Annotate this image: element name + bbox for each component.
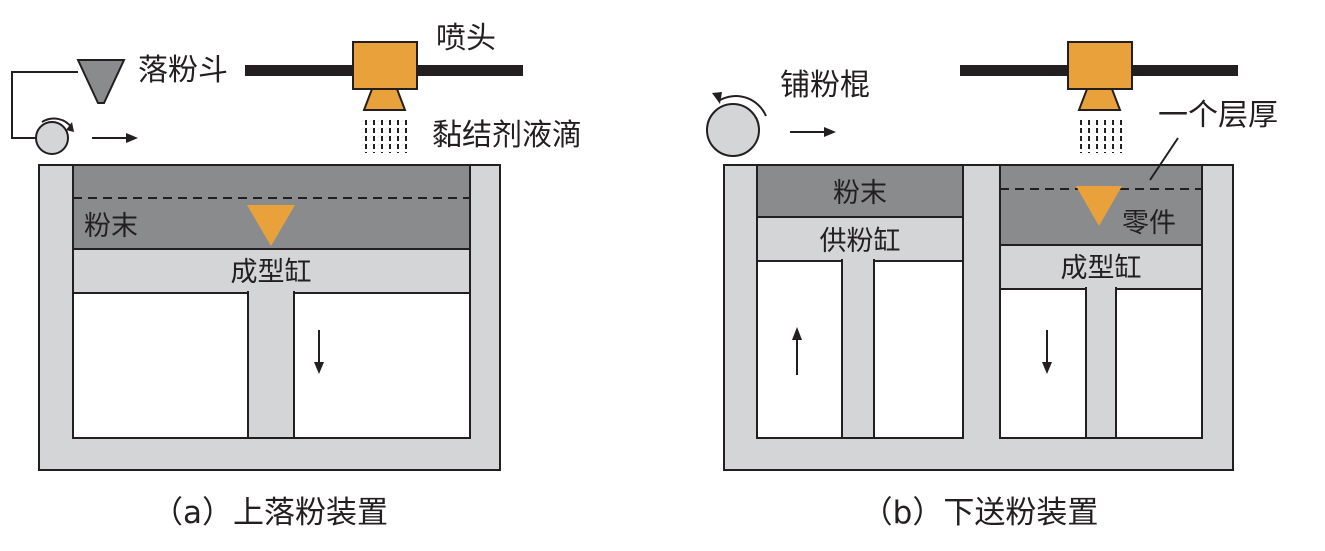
- panel-b-build-cylinder-label: 成型缸: [1061, 253, 1142, 284]
- panel-b-layer-label: 一个层厚: [1158, 98, 1278, 133]
- panel-b-rotation-arrow-icon: [719, 95, 767, 117]
- panel-a-piston: [247, 291, 295, 439]
- panel-b-droplets: [1080, 120, 1122, 153]
- panel-a-powder-label: 粉末: [84, 211, 138, 242]
- panel-a-part-triangle: [247, 205, 295, 246]
- panel-b-caption: （b）下送粉装置: [862, 495, 1099, 531]
- panel-a-down-arrow-icon: [314, 330, 324, 374]
- panel-b-build-platform: [999, 244, 1203, 290]
- panel-a: 粉末 成型缸 落粉斗: [11, 21, 582, 531]
- panel-a-droplet-label: 黏结剂液滴: [432, 118, 582, 153]
- panel-b-feed-piston: [841, 259, 875, 439]
- panel-b-feed-cylinder-label: 供粉缸: [820, 226, 901, 257]
- panel-b-right-arrow-icon: [790, 127, 836, 137]
- panel-a-droplets: [365, 120, 407, 153]
- panel-b-container: [723, 164, 1234, 471]
- panel-b-up-arrow-icon: [792, 327, 802, 375]
- panel-a-caption: （a）上落粉装置: [152, 495, 388, 531]
- panel-b-roller-label: 铺粉棍: [780, 68, 870, 103]
- panel-b-powder-label: 粉末: [833, 178, 887, 209]
- panel-a-nozzle-label: 喷头: [436, 21, 496, 56]
- panel-a-hopper-label: 落粉斗: [138, 53, 228, 88]
- panel-a-right-arrow-icon: [92, 133, 138, 143]
- panel-b-feed-platform: [756, 216, 964, 262]
- panel-b-feed-powder: [756, 164, 964, 218]
- panel-a-build-platform: [72, 248, 471, 294]
- panel-b-nozzle: [1067, 41, 1133, 111]
- panel-a-hopper: [76, 59, 126, 104]
- panel-b-part-label: 零件: [1122, 208, 1176, 239]
- panel-a-nozzle: [352, 41, 418, 111]
- panel-b-layer-leader-line: [1149, 137, 1179, 181]
- panel-a-roller: [35, 121, 69, 155]
- panel-b-roller: [706, 103, 760, 157]
- panel-b-build-piston: [1085, 287, 1117, 439]
- panel-a-feed-line: [11, 71, 78, 139]
- panel-b-down-arrow-icon: [1042, 330, 1052, 374]
- panel-a-build-cylinder-label: 成型缸: [231, 257, 312, 288]
- panel-b-part-triangle: [1076, 186, 1122, 226]
- panel-b: 粉末 供粉缸 零件 成型缸 铺粉棍: [706, 41, 1278, 531]
